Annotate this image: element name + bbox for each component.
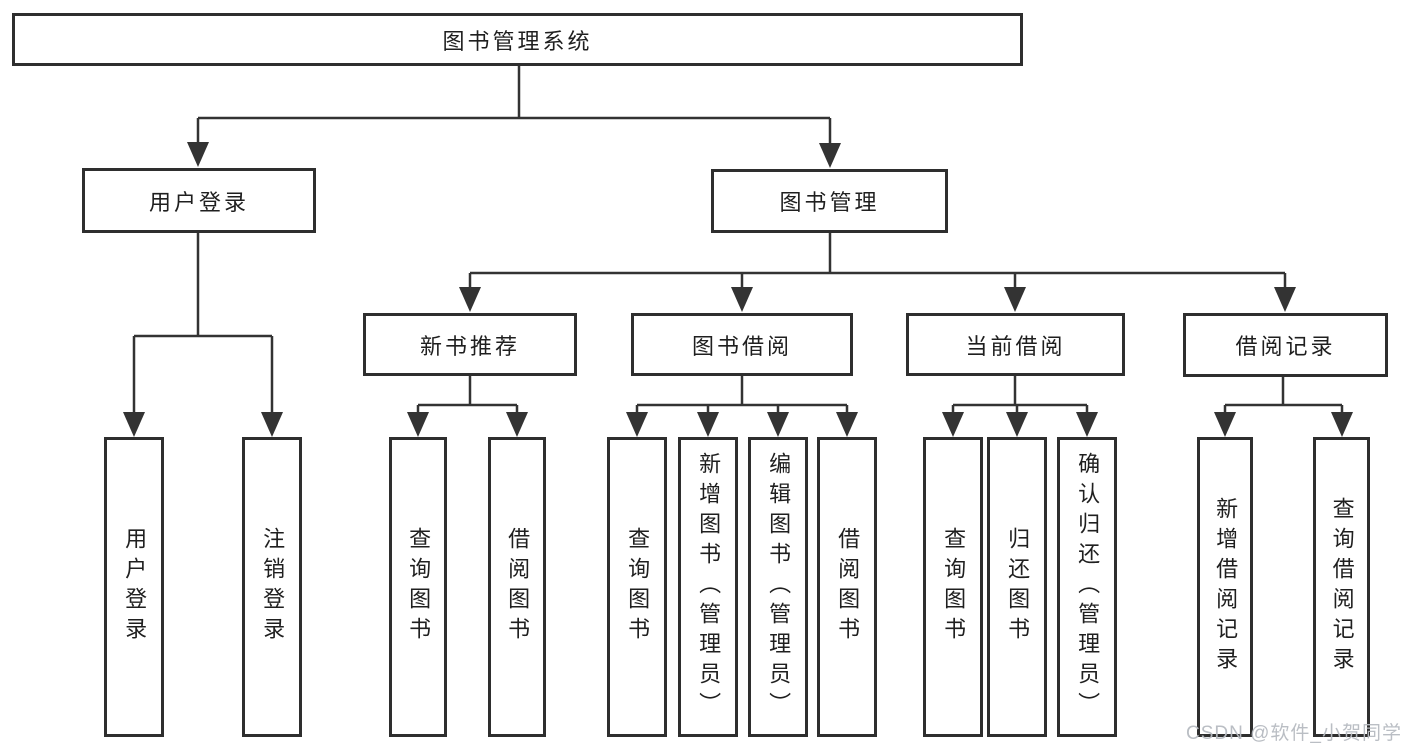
leaf-query-books-borrow: 查询图书 [607, 437, 667, 737]
node-new-book-recommendation: 新书推荐 [363, 313, 577, 376]
leaf-add-books-admin: 新增图书（管理员） [678, 437, 738, 737]
csdn-watermark: CSDN @软件_小贺同学 [1186, 723, 1402, 744]
leaf-borrow-books-recommend: 借阅图书 [488, 437, 546, 737]
leaf-borrow-books: 借阅图书 [817, 437, 877, 737]
leaf-query-books-recommend: 查询图书 [389, 437, 447, 737]
node-borrowing-records-label: 借阅记录 [1235, 334, 1336, 359]
leaf-query-books-current: 查询图书 [923, 437, 983, 737]
leaf-query-books-borrow-label: 查询图书 [625, 527, 651, 647]
node-current-borrowing: 当前借阅 [906, 313, 1125, 376]
leaf-user-login-label: 用户登录 [122, 527, 148, 647]
leaf-borrow-books-label: 借阅图书 [835, 527, 861, 647]
leaf-confirm-return-admin-label: 确认归还（管理员） [1075, 452, 1101, 722]
node-library-management-system-label: 图书管理系统 [442, 28, 593, 54]
leaf-query-borrow-record: 查询借阅记录 [1313, 437, 1370, 737]
leaf-return-books-label: 归还图书 [1005, 527, 1031, 647]
leaf-query-books-recommend-label: 查询图书 [406, 527, 432, 647]
node-borrowing-records: 借阅记录 [1183, 313, 1388, 377]
leaf-borrow-books-recommend-label: 借阅图书 [505, 527, 531, 647]
leaf-query-borrow-record-label: 查询借阅记录 [1329, 497, 1355, 677]
node-user-login-label: 用户登录 [148, 189, 249, 215]
leaf-edit-books-admin-label: 编辑图书（管理员） [766, 452, 792, 722]
leaf-query-books-current-label: 查询图书 [941, 527, 967, 647]
leaf-confirm-return-admin: 确认归还（管理员） [1057, 437, 1117, 737]
leaf-user-login: 用户登录 [104, 437, 164, 737]
node-book-borrowing: 图书借阅 [631, 313, 853, 376]
node-book-borrowing-label: 图书借阅 [691, 333, 792, 359]
node-user-login: 用户登录 [82, 168, 316, 233]
leaf-edit-books-admin: 编辑图书（管理员） [748, 437, 808, 737]
node-current-borrowing-label: 当前借阅 [965, 333, 1066, 359]
leaf-add-books-admin-label: 新增图书（管理员） [696, 452, 722, 722]
leaf-logout-login: 注销登录 [242, 437, 302, 737]
leaf-add-borrow-record: 新增借阅记录 [1197, 437, 1253, 737]
leaf-return-books: 归还图书 [987, 437, 1047, 737]
leaf-logout-login-label: 注销登录 [260, 527, 286, 647]
leaf-add-borrow-record-label: 新增借阅记录 [1213, 497, 1239, 677]
node-book-management-label: 图书管理 [779, 190, 880, 215]
node-library-management-system: 图书管理系统 [12, 13, 1023, 66]
node-new-book-recommendation-label: 新书推荐 [419, 333, 520, 359]
arrowheads [123, 142, 1353, 437]
node-book-management: 图书管理 [711, 169, 948, 233]
